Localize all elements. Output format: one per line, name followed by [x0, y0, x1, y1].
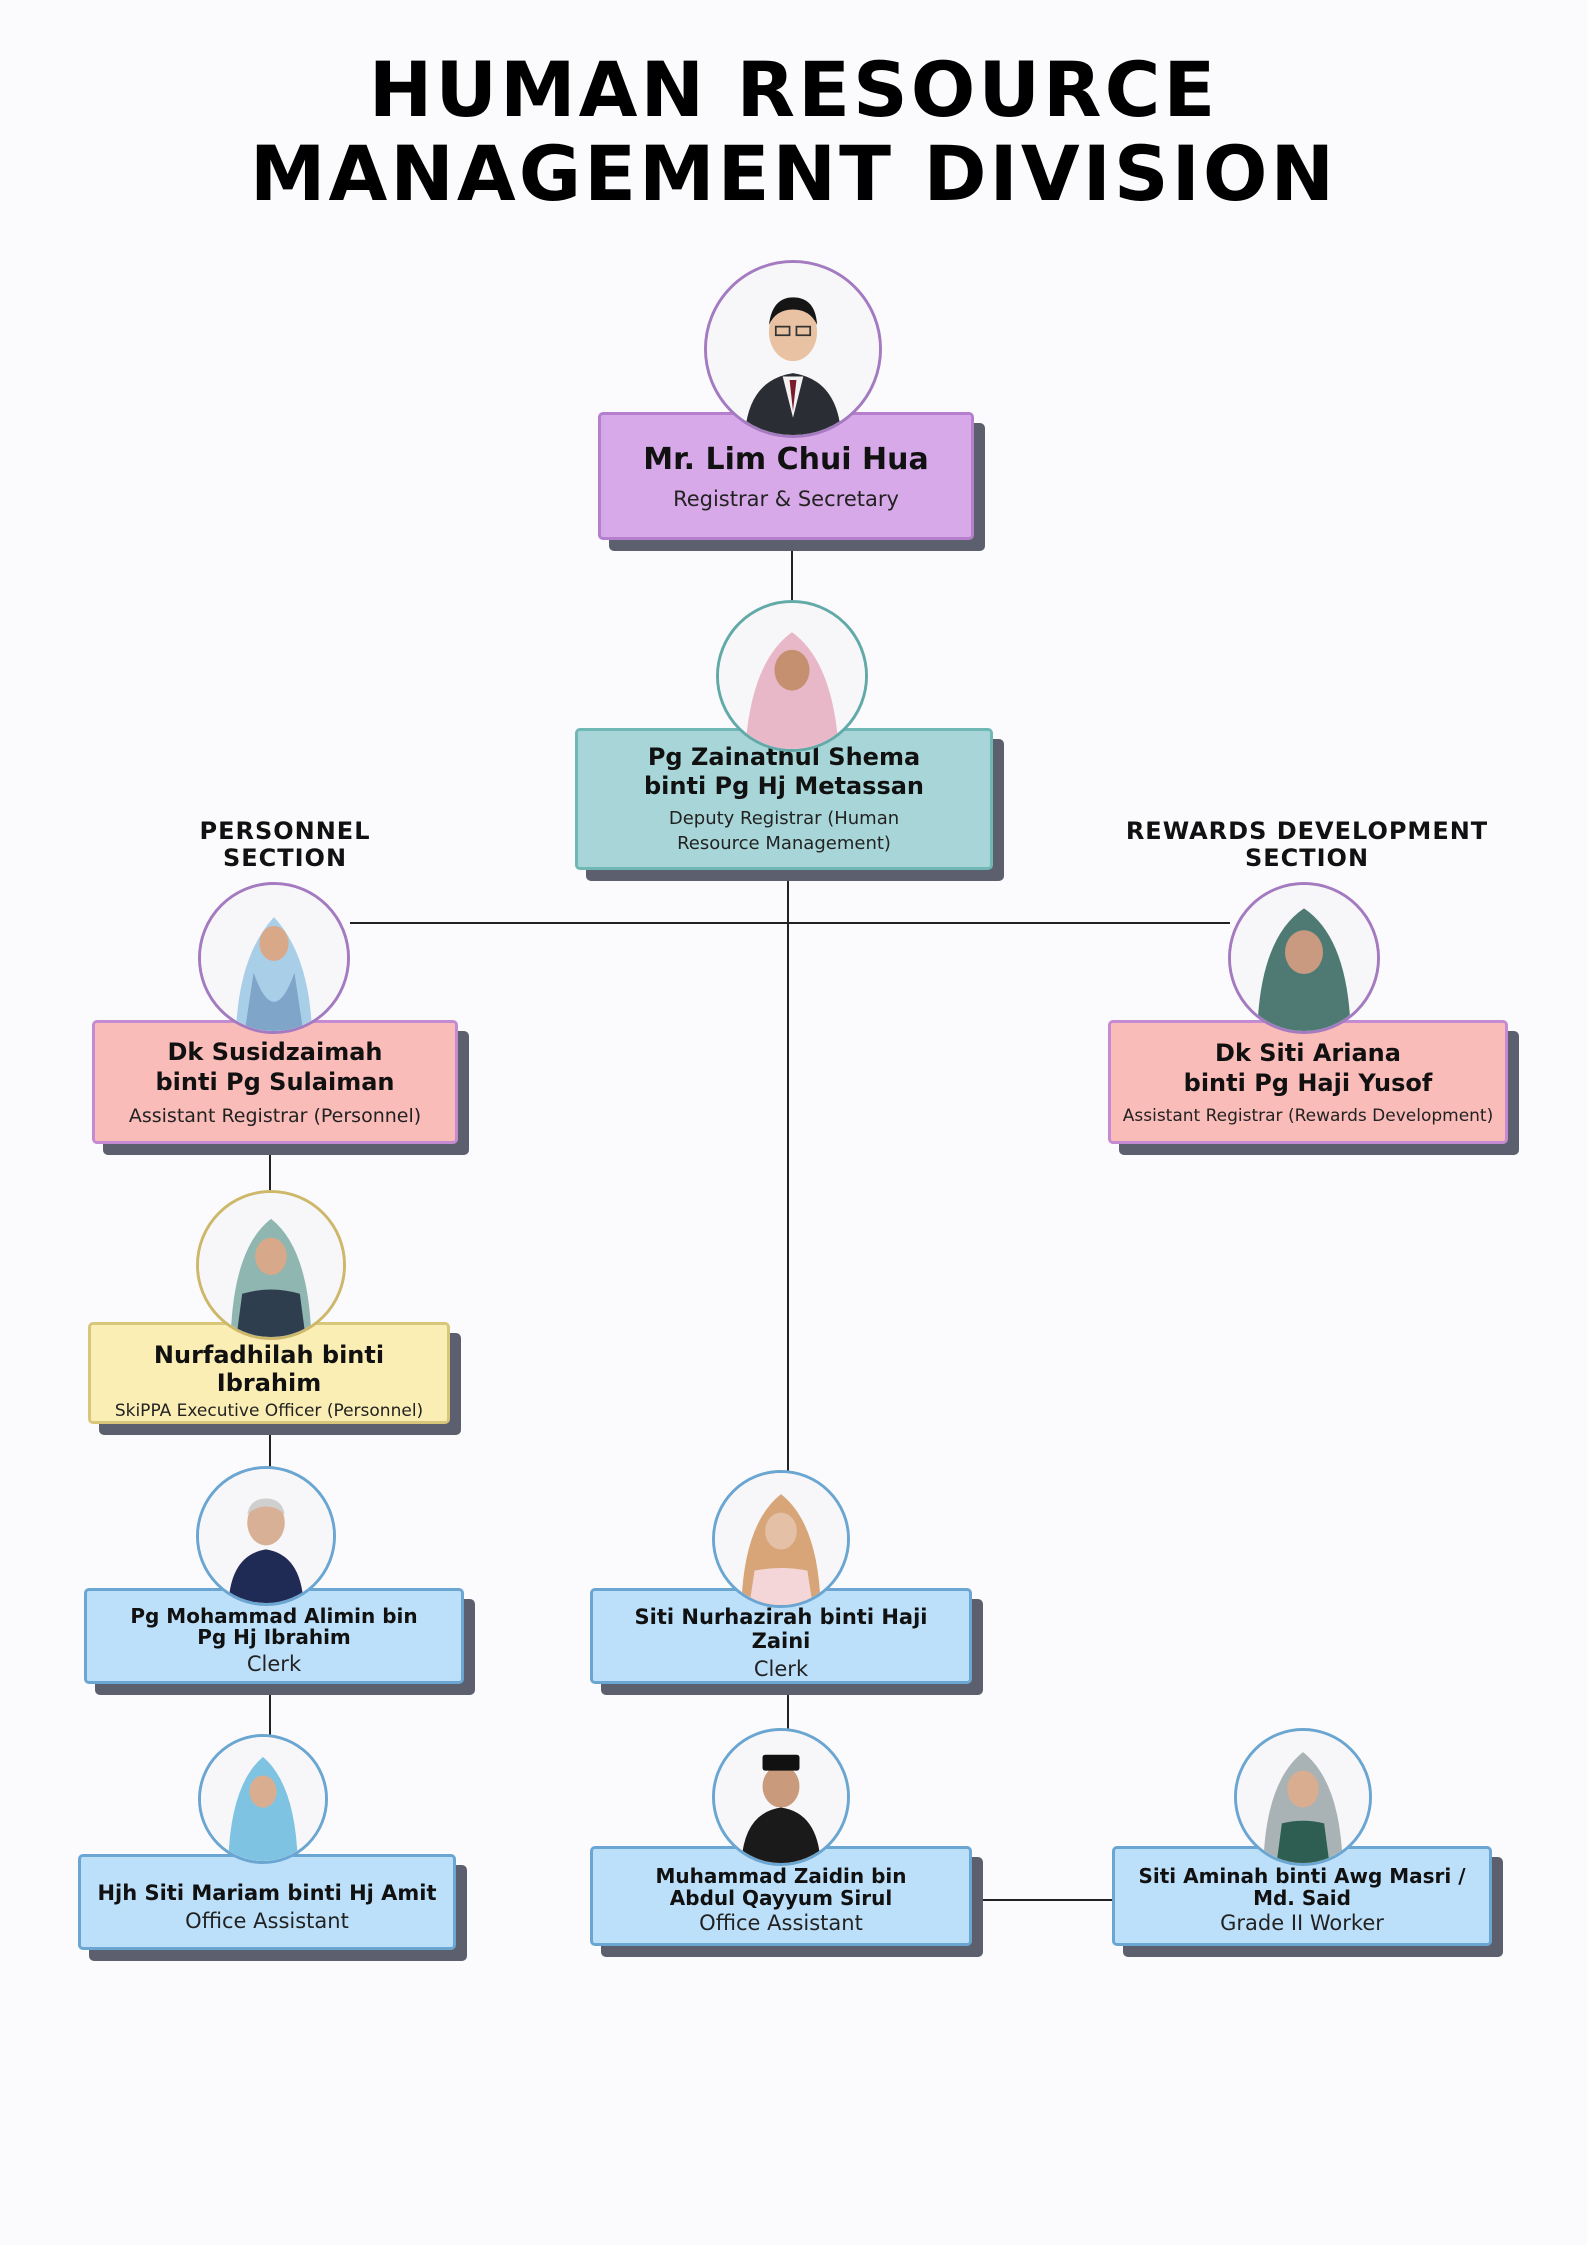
clerk-2-avatar: [712, 1470, 850, 1608]
clerk-2-name: Siti Nurhazirah binti Haji Zaini: [634, 1605, 928, 1653]
clerk-1-avatar: [196, 1466, 336, 1606]
office-assistant-2-role: Office Assistant: [699, 1911, 863, 1935]
deputy-name-line-2: binti Pg Hj Metassan: [643, 771, 925, 800]
ar-personnel-role: Assistant Registrar (Personnel): [128, 1105, 422, 1127]
person-photo-icon: [199, 1193, 343, 1337]
office-assistant-2-name-line-1: Muhammad Zaidin bin: [655, 1864, 907, 1888]
office-assistant-1-card: Hjh Siti Mariam binti Hj Amit Office Ass…: [78, 1854, 456, 1950]
deputy-registrar-avatar: [716, 600, 868, 752]
person-photo-icon: [201, 1737, 325, 1861]
deputy-role-line-1: Deputy Registrar (Human: [668, 807, 900, 829]
executive-officer-avatar: [196, 1190, 346, 1340]
registrar-name: Mr. Lim Chui Hua: [643, 441, 929, 477]
registrar-avatar: [704, 260, 882, 438]
ar-personnel-card: Dk Susidzaimah binti Pg Sulaiman Assista…: [92, 1020, 458, 1144]
ar-personnel-name-line-1: Dk Susidzaimah: [167, 1038, 383, 1066]
person-photo-icon: [1237, 1731, 1369, 1863]
clerk-1-name-line-2: Pg Hj Ibrahim: [197, 1625, 351, 1649]
person-photo-icon: [715, 1473, 847, 1605]
executive-officer-card: Nurfadhilah binti Ibrahim SkiPPA Executi…: [88, 1322, 450, 1424]
personnel-section-label-line-1: PERSONNEL: [199, 817, 371, 845]
executive-role: SkiPPA Executive Officer (Personnel): [114, 1401, 424, 1421]
person-photo-icon: [715, 1731, 847, 1863]
ar-rewards-name-line-1: Dk Siti Ariana: [1215, 1039, 1401, 1067]
rewards-section-label: REWARDS DEVELOPMENT SECTION: [1120, 818, 1494, 872]
rewards-section-label-line-1: REWARDS DEVELOPMENT: [1125, 817, 1489, 845]
ar-rewards-name-line-2: binti Pg Haji Yusof: [1183, 1069, 1433, 1097]
grade-worker-name-line-1: Siti Aminah binti Awg Masri /: [1138, 1864, 1466, 1888]
person-photo-icon: [1231, 885, 1377, 1031]
office-assistant-1-avatar: [198, 1734, 328, 1864]
ar-rewards-avatar: [1228, 882, 1380, 1034]
clerk-1-name-line-1: Pg Mohammad Alimin bin: [130, 1604, 418, 1628]
deputy-role-line-2: Resource Management): [677, 832, 891, 854]
grade-worker-role: Grade II Worker: [1220, 1911, 1384, 1935]
grade-worker-avatar: [1234, 1728, 1372, 1866]
registrar-role: Registrar & Secretary: [673, 486, 899, 511]
person-photo-icon: [719, 603, 865, 749]
rewards-section-label-line-2: SECTION: [1244, 844, 1370, 872]
office-assistant-1-role: Office Assistant: [185, 1909, 349, 1933]
office-assistant-1-name: Hjh Siti Mariam binti Hj Amit: [97, 1881, 437, 1905]
person-photo-icon: [707, 263, 879, 435]
ar-personnel-name-line-2: binti Pg Sulaiman: [155, 1068, 395, 1096]
page-title-line-2: MANAGEMENT DIVISION: [249, 129, 1338, 218]
grade-worker-name-line-2: Md. Said: [1253, 1886, 1351, 1910]
personnel-section-label: PERSONNEL SECTION: [170, 818, 400, 872]
office-assistant-2-avatar: [712, 1728, 850, 1866]
personnel-section-label-line-2: SECTION: [222, 844, 348, 872]
ar-rewards-role: Assistant Registrar (Rewards Development…: [1122, 1106, 1494, 1126]
page-title-line-1: HUMAN RESOURCE: [368, 45, 1219, 134]
ar-rewards-card: Dk Siti Ariana binti Pg Haji Yusof Assis…: [1108, 1020, 1508, 1144]
person-photo-icon: [201, 885, 347, 1031]
page-title: HUMAN RESOURCE MANAGEMENT DIVISION: [0, 48, 1587, 216]
office-assistant-2-name-line-2: Abdul Qayyum Sirul: [669, 1886, 893, 1910]
ar-personnel-avatar: [198, 882, 350, 1034]
clerk-2-role: Clerk: [753, 1657, 809, 1681]
person-photo-icon: [199, 1469, 333, 1603]
executive-name: Nurfadhilah binti Ibrahim: [153, 1341, 385, 1397]
clerk-1-role: Clerk: [246, 1652, 302, 1676]
